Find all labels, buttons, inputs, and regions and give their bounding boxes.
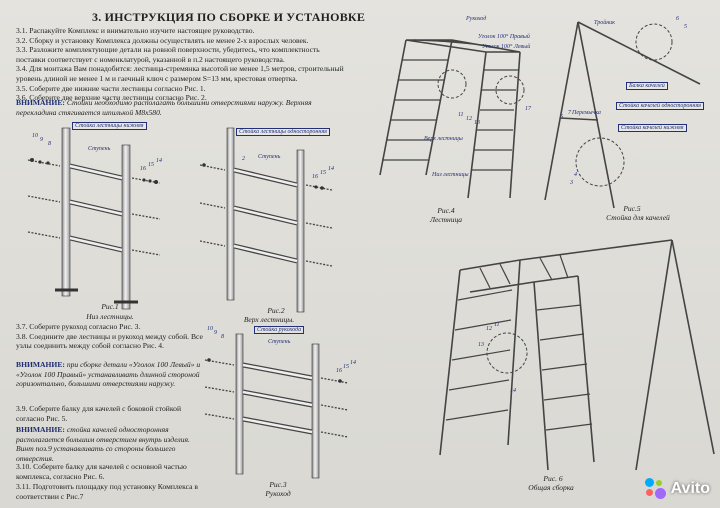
- fig1-num: 9: [40, 137, 43, 143]
- figure-2-ladder-top: [199, 127, 333, 313]
- fig1-num: 15: [148, 162, 154, 168]
- note-text: стойка качелей односторонняя располагает…: [16, 425, 190, 463]
- section-title: 3. ИНСТРУКЦИЯ ПО СБОРКЕ И УСТАНОВКЕ: [92, 10, 366, 24]
- avito-logo-icon: [644, 478, 667, 500]
- step-3-3: 3.3. Разложите комплектующие детали на р…: [16, 45, 320, 64]
- fig5-label-beam: Балка качелей: [626, 82, 668, 90]
- fig4-num: 6: [560, 114, 563, 120]
- fig4-num: 13: [474, 120, 480, 126]
- fig5-num: 4: [574, 171, 577, 178]
- step-3-2: 3.2. Сборку и установку Комплекса должны…: [16, 35, 309, 45]
- fig1-label-post: Стойка лестницы нижняя: [72, 122, 147, 130]
- fig4-caption: Рис.4: [437, 206, 455, 215]
- fig6-num: 11: [494, 322, 500, 328]
- fig1-sub: Низ лестницы.: [86, 312, 134, 321]
- note-text: при сборке детали «Уголок 100 Левый» и «…: [16, 360, 201, 389]
- step-3-6: 3.6. Соберите две верхние части лестницы…: [16, 93, 207, 103]
- note-attention-1: ВНИМАНИЕ: Стойки необходимо располагать …: [16, 98, 346, 117]
- step-3-5: 3.5. Соберите две нижние части лестницы …: [16, 83, 206, 93]
- fig2-label-rung: Ступень: [258, 154, 281, 160]
- avito-wordmark: Avito: [670, 480, 710, 497]
- step-3-8: 3.8. Соедините две лестницы и рукоход ме…: [16, 331, 203, 351]
- fig3-num: 9: [214, 330, 217, 336]
- fig4-label-top: Верх лестницы: [424, 136, 463, 142]
- fig2-num: 14: [328, 165, 334, 172]
- fig2-label-post: Стойка лестницы односторонняя: [236, 128, 330, 136]
- note-label: ВНИМАНИЕ:: [16, 360, 65, 369]
- fig3-num: 10: [207, 326, 213, 332]
- fig4-label-angle-right: Уголок 100° Правый: [478, 34, 530, 40]
- note-label: ВНИМАНИЕ:: [16, 425, 65, 434]
- step-3-9: 3.9. Соберите балку для качелей с боково…: [16, 404, 182, 423]
- fig5-num: 6: [676, 16, 679, 22]
- avito-watermark: Avito: [644, 478, 710, 500]
- note-attention-2: ВНИМАНИЕ: при сборке детали «Уголок 100 …: [16, 360, 201, 389]
- fig3-num: 8: [221, 334, 224, 340]
- fig4-num: 11: [458, 112, 464, 118]
- fig3-num: 16: [336, 368, 342, 374]
- fig5-sub: Стойка для качелей: [606, 213, 670, 222]
- fig1-num: 10: [32, 133, 38, 139]
- fig6-num: 12: [486, 326, 492, 332]
- fig5-caption: Рис.5: [623, 204, 641, 213]
- fig3-label-post: Стойка рукохода: [254, 326, 305, 334]
- fig6-num: 14: [510, 387, 516, 394]
- fig4-label-bottom: Низ лестницы: [432, 172, 469, 178]
- fig6-sub: Общая сборка: [528, 483, 574, 492]
- fig6-num: 13: [478, 342, 484, 348]
- fig2-sub: Верх лестницы.: [243, 315, 295, 324]
- fig3-sub: Рукоход: [265, 489, 291, 498]
- fig3-num: 14: [350, 359, 356, 366]
- fig5-label-post-low: Стойка качелей нижняя: [618, 124, 687, 132]
- fig3-num: 15: [343, 364, 349, 370]
- fig5-num: 3: [569, 180, 573, 186]
- fig6-caption: Рис. 6: [543, 474, 563, 483]
- fig4-sub: Лестница: [429, 215, 463, 224]
- figure-5-swing-post: [544, 21, 701, 209]
- fig1-num: 14: [156, 157, 162, 164]
- note-attention-3: ВНИМАНИЕ: стойка качелей односторонняя р…: [16, 425, 201, 463]
- fig3-caption: Рис.3: [269, 480, 287, 489]
- fig1-num: 8: [48, 141, 51, 147]
- fig4-num: 12: [466, 116, 472, 122]
- fig2-caption: Рис.2: [267, 306, 285, 315]
- figure-3-monkey-bars: [204, 333, 349, 479]
- fig5-label-tripod: Тройник: [594, 20, 615, 26]
- fig1-caption: Рис.1: [101, 302, 119, 311]
- steps-list: 3.1. Распакуйте Комплекс и внимательно и…: [16, 26, 346, 103]
- fig5-num: 5: [684, 24, 687, 30]
- figure-4-ladder-assembly: [379, 39, 525, 199]
- fig5-label-post-one: Стойка качелей односторонняя: [616, 102, 704, 110]
- fig2-num: 16: [312, 174, 318, 180]
- fig2-num: 2: [242, 156, 245, 162]
- step-3-7: 3.7. Соберите рукоход согласно Рис. 3.: [16, 322, 141, 331]
- fig3-label-rung: Ступень: [268, 339, 291, 345]
- step-3-10: 3.10. Соберите балку для качелей с основ…: [16, 462, 187, 481]
- note-label: ВНИМАНИЕ:: [16, 98, 65, 107]
- fig1-label-rung: Ступень: [88, 146, 111, 152]
- fig4-label-handle: Рукоход: [466, 16, 487, 22]
- fig5-label-crossbar: Перемычка: [572, 110, 601, 116]
- fig4-label-angle-left: Уголок 100° Левый: [482, 44, 531, 50]
- step-3-4: 3.4. Для монтажа Вам понадобится: лестни…: [16, 64, 344, 83]
- figure-6-general-assembly: [439, 239, 715, 471]
- steps-3-7-3-8: 3.7. Соберите рукоход согласно Рис. 3. 3…: [16, 322, 206, 351]
- figure-1-ladder-bottom: [27, 127, 161, 310]
- step-3-11: 3.11. Подготовить площадку под установку…: [16, 482, 198, 501]
- fig1-num: 16: [140, 166, 146, 172]
- fig4-num: 7: [568, 110, 572, 116]
- step-3-1: 3.1. Распакуйте Комплекс и внимательно и…: [16, 26, 255, 35]
- fig2-num: 15: [320, 170, 326, 176]
- fig4-num: 17: [525, 106, 532, 112]
- note-text: Стойки необходимо располагать большими о…: [16, 98, 312, 117]
